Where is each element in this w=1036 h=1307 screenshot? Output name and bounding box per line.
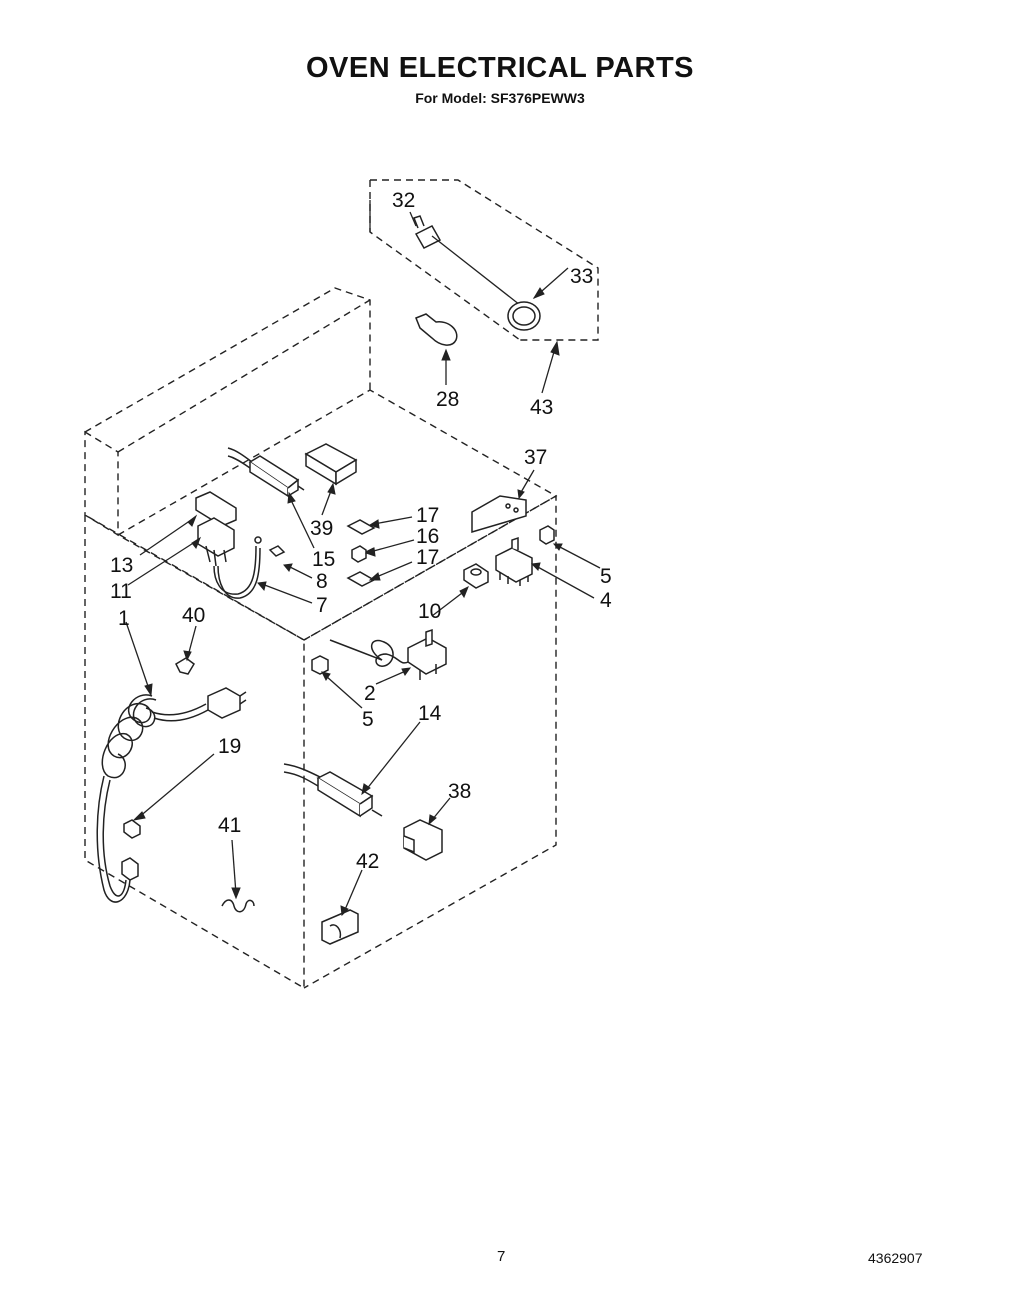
page-title: OVEN ELECTRICAL PARTS xyxy=(305,52,695,84)
strain-relief-part xyxy=(123,819,141,839)
callout-2: 2 xyxy=(364,682,376,705)
callout-7: 7 xyxy=(316,594,328,617)
callout-33: 33 xyxy=(570,265,593,288)
control-knob-part xyxy=(463,563,489,589)
callout-10: 10 xyxy=(418,600,441,623)
insulator-upper-part xyxy=(346,519,376,535)
callout-17-upper: 17 xyxy=(416,504,439,527)
callout-32: 32 xyxy=(392,189,415,212)
callout-13: 13 xyxy=(110,554,133,577)
light-housing-assembly xyxy=(369,179,599,341)
callout-43: 43 xyxy=(530,396,553,419)
callout-1: 1 xyxy=(118,607,130,630)
oven-thermostat-part xyxy=(329,628,447,680)
callout-41: 41 xyxy=(218,814,241,837)
callout-8: 8 xyxy=(316,570,328,593)
bracket-part xyxy=(195,491,237,527)
temperature-sensor-upper xyxy=(227,447,305,498)
latch-bracket-part xyxy=(321,909,359,945)
callout-28: 28 xyxy=(436,388,459,411)
temperature-sensor-lower xyxy=(283,763,383,818)
callout-14: 14 xyxy=(418,702,442,725)
callout-17-lower: 17 xyxy=(416,546,439,569)
callout-40: 40 xyxy=(182,604,205,627)
cord-clip-part xyxy=(175,657,195,675)
callout-5-left: 5 xyxy=(362,708,374,731)
document-number: 4362907 xyxy=(868,1250,923,1266)
switch-clip-left-part xyxy=(311,655,329,675)
callout-4: 4 xyxy=(600,589,612,612)
callout-42: 42 xyxy=(356,850,379,873)
thermal-fuse-part xyxy=(304,443,358,486)
callout-38: 38 xyxy=(448,780,471,803)
insulator-lower-part xyxy=(346,571,376,587)
door-switch-part xyxy=(403,819,443,861)
switch-clip-right-part xyxy=(539,525,555,545)
spring-clip-part xyxy=(221,899,255,913)
callout-37: 37 xyxy=(524,446,547,469)
relay-block-part xyxy=(197,517,235,567)
callout-19: 19 xyxy=(218,735,241,758)
callout-11: 11 xyxy=(110,580,132,603)
callout-39: 39 xyxy=(310,517,333,540)
selector-switch-part xyxy=(495,536,533,586)
wire-harness-part xyxy=(213,536,262,599)
model-subtitle: For Model: SF376PEWW3 xyxy=(415,90,585,106)
lamp-lens-part xyxy=(507,301,541,331)
page-number: 7 xyxy=(497,1248,506,1265)
power-cord-part xyxy=(96,687,247,903)
cabinet-outline xyxy=(84,287,558,990)
callout-labels: 32 33 28 43 37 39 17 16 17 13 11 15 8 7 … xyxy=(110,189,612,873)
clip-part xyxy=(268,545,286,557)
light-bulb-part xyxy=(415,313,458,346)
callout-5-right: 5 xyxy=(600,565,612,588)
callout-16: 16 xyxy=(416,525,439,548)
lamp-socket-part xyxy=(413,215,521,306)
callout-15: 15 xyxy=(312,548,335,571)
mounting-plate-part xyxy=(471,495,527,534)
